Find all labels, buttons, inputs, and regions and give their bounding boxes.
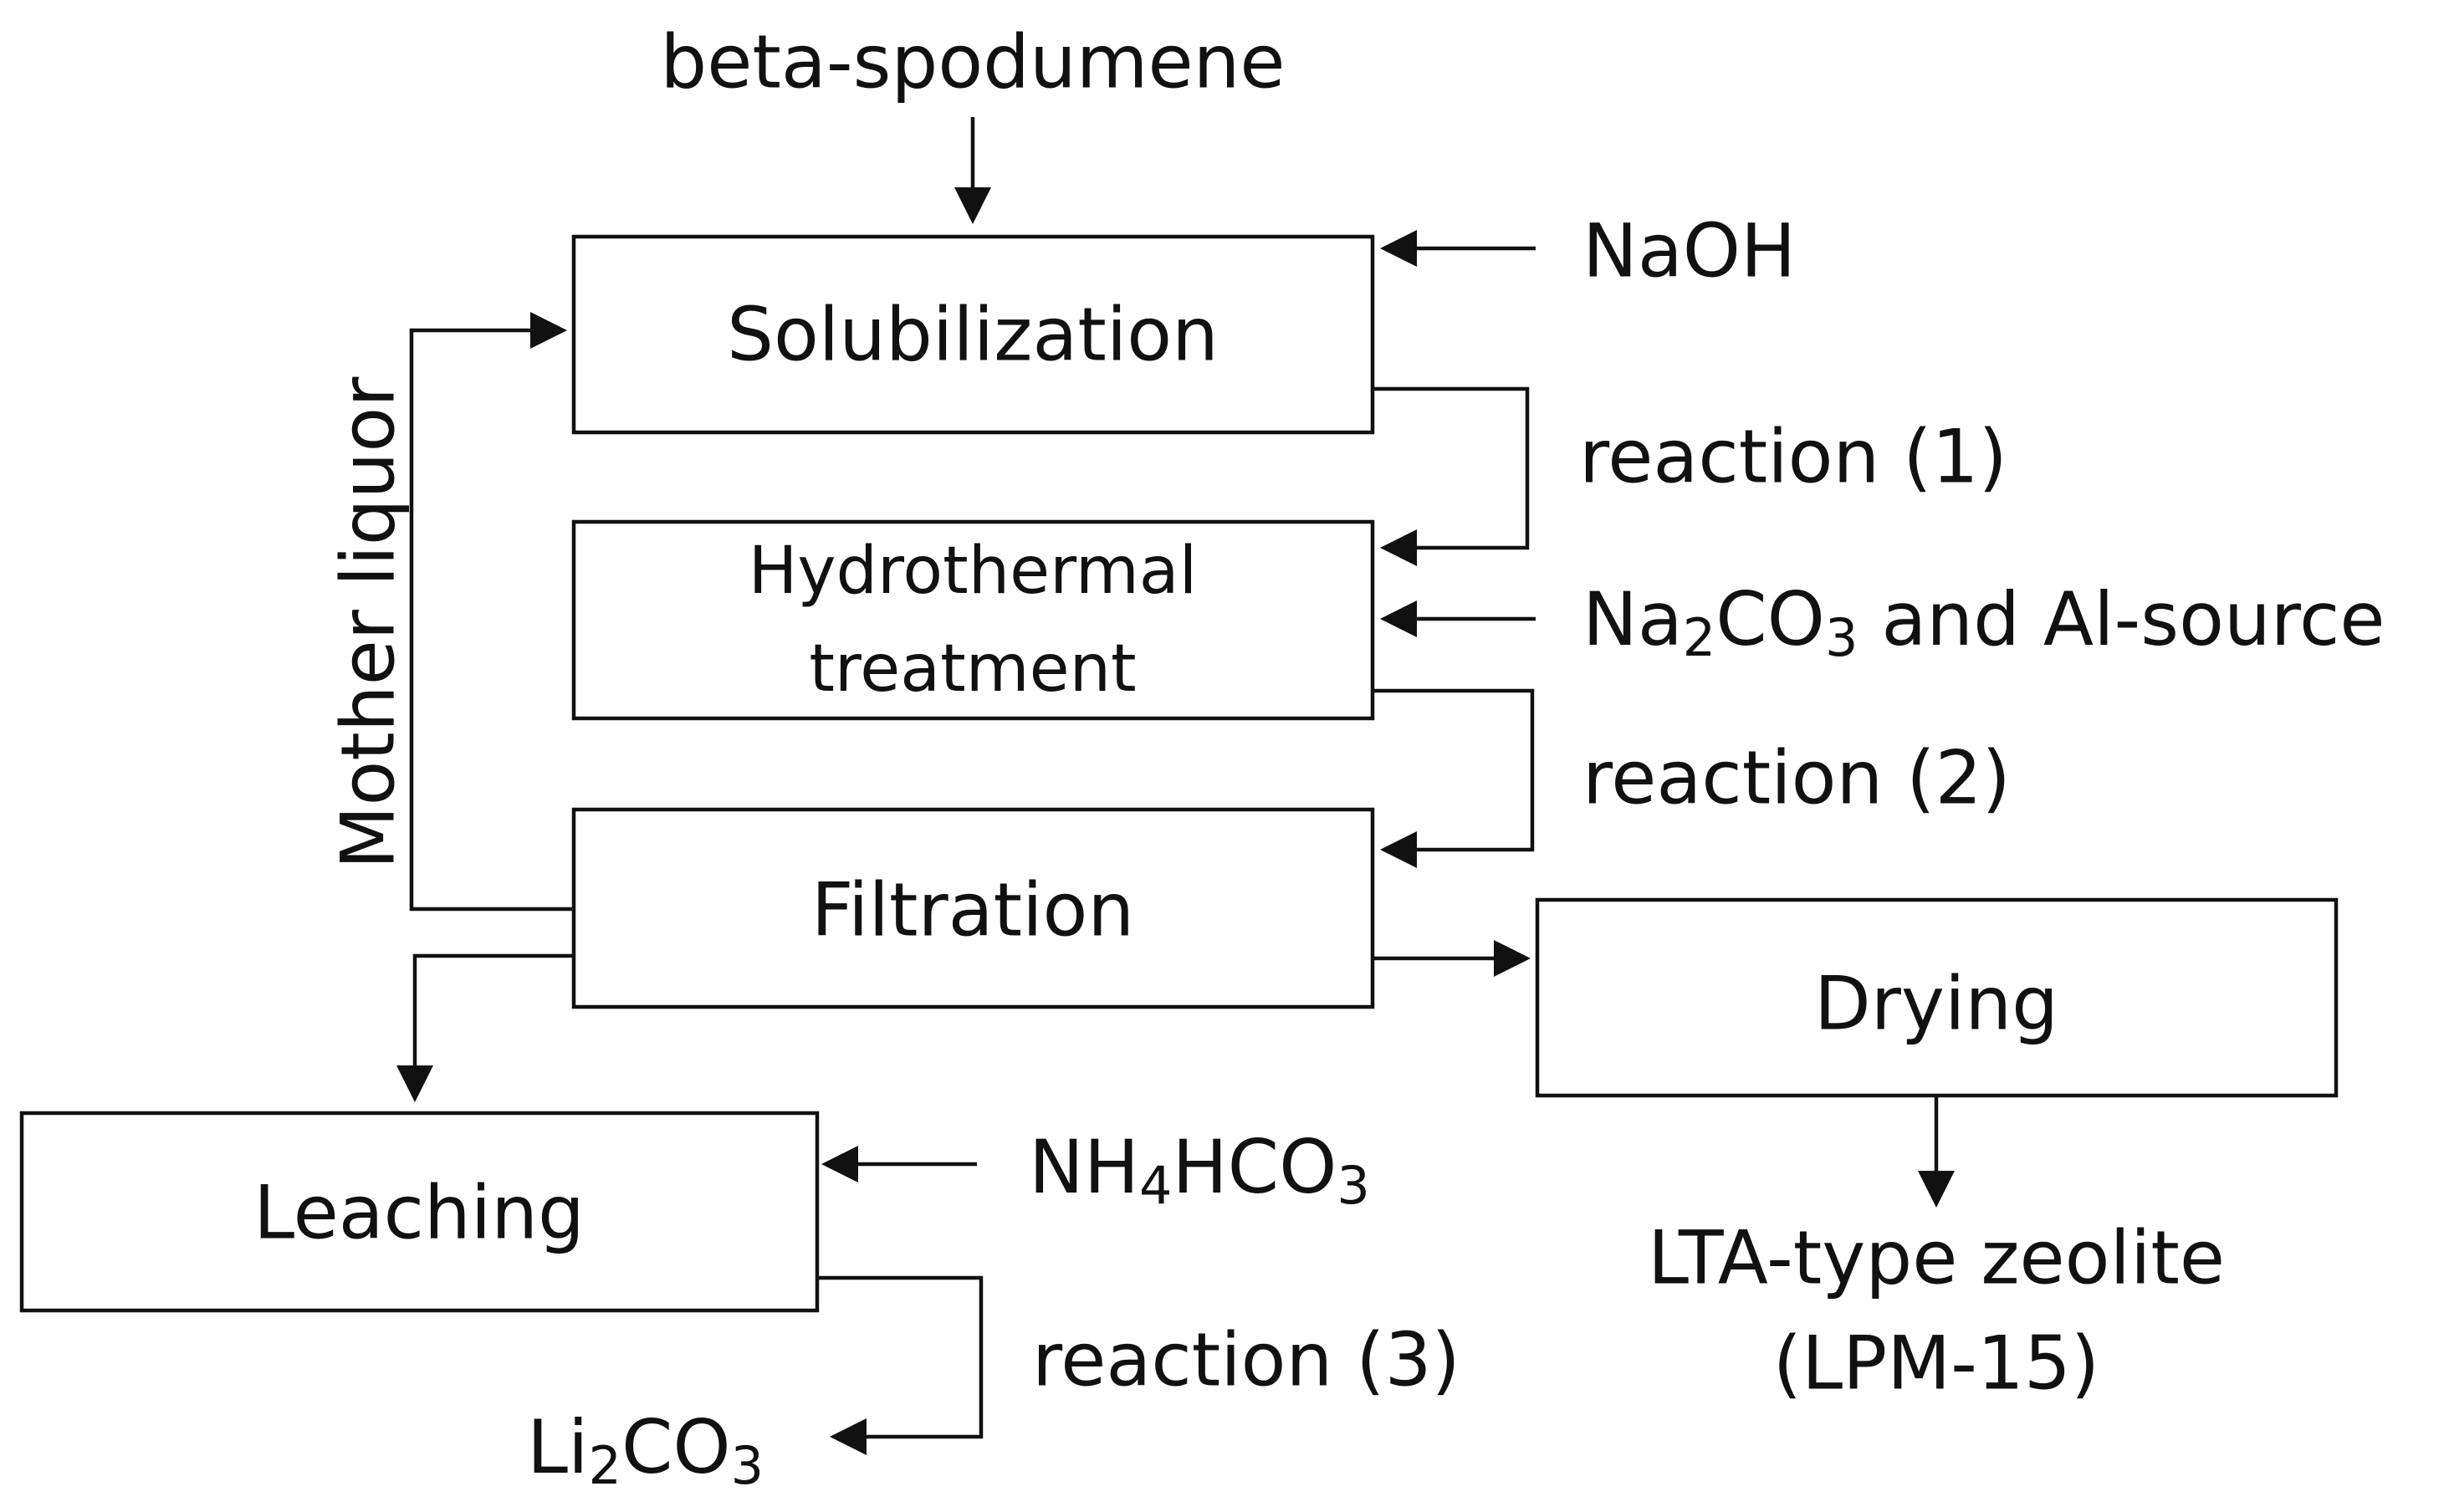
- li2co3-part-b: CO: [621, 1404, 731, 1490]
- filtration-to-leaching-connector: [412, 953, 574, 1069]
- nh4hco3-part-a: NH: [1029, 1124, 1139, 1210]
- reaction3-connector: [817, 1275, 984, 1439]
- mother-liquor-arrowhead: [530, 312, 567, 349]
- zeolite-product-line2: (LPM-15): [1773, 1320, 2099, 1407]
- li2co3-sub1: 2: [588, 1435, 621, 1496]
- reaction1-label: reaction (1): [1579, 414, 2007, 500]
- leaching-box: [19, 1111, 820, 1313]
- na2co3-arrowhead: [1380, 600, 1417, 637]
- li2co3-sub2: 3: [731, 1435, 764, 1496]
- reaction2-connector: [1373, 688, 1535, 852]
- drying-to-zeolite-arrowhead: [1918, 1171, 1955, 1208]
- solubilization-label: Solubilization: [727, 292, 1219, 378]
- na2co3-part-b: CO: [1715, 576, 1825, 662]
- nh4hco3-arrowhead: [821, 1146, 858, 1183]
- na2co3-part-c: and Al-source: [1858, 576, 2385, 662]
- reaction3-arrowhead: [830, 1418, 867, 1455]
- na2co3-al-source-label: Na2CO3 and Al-source: [1582, 576, 2385, 668]
- reaction1-connector: [1373, 386, 1530, 550]
- naoh-label: NaOH: [1582, 208, 1796, 294]
- filtration-label: Filtration: [811, 867, 1134, 953]
- mother-liquor-label: Mother liquor: [325, 376, 412, 870]
- solubilization-box: [571, 234, 1375, 435]
- filtration-to-leaching-arrowhead: [396, 1065, 433, 1102]
- mother-liquor-connector: [409, 328, 574, 912]
- reaction2-arrowhead: [1380, 831, 1417, 868]
- reaction3-label: reaction (3): [1032, 1317, 1460, 1403]
- filtration-to-drying-arrowhead: [1494, 940, 1531, 977]
- feed-arrowhead: [954, 187, 991, 224]
- li2co3-product-label: Li2CO3: [527, 1404, 764, 1496]
- hydrothermal-label-line1: Hydrothermal: [749, 534, 1198, 609]
- zeolite-product-line1: LTA-type zeolite: [1648, 1215, 2225, 1301]
- na2co3-sub1: 2: [1683, 607, 1715, 668]
- nh4hco3-label: NH4HCO3: [1029, 1124, 1370, 1216]
- reaction2-label: reaction (2): [1582, 735, 2011, 821]
- drying-box: [1535, 897, 2339, 1098]
- li2co3-part-a: Li: [527, 1404, 588, 1490]
- reaction1-arrowhead: [1380, 529, 1417, 566]
- filtration-box: [571, 807, 1375, 1009]
- beta-spodumene-label: beta-spodumene: [660, 19, 1285, 105]
- na2co3-part-a: Na: [1582, 576, 1683, 662]
- drying-label: Drying: [1814, 961, 2058, 1047]
- nh4hco3-sub2: 3: [1337, 1155, 1369, 1216]
- leaching-label: Leaching: [253, 1170, 585, 1256]
- hydrothermal-treatment-box: [571, 519, 1375, 721]
- na2co3-sub2: 3: [1825, 607, 1858, 668]
- nh4hco3-part-b: HCO: [1172, 1124, 1337, 1210]
- nh4hco3-sub1: 4: [1139, 1155, 1172, 1216]
- naoh-arrowhead: [1380, 230, 1417, 267]
- hydrothermal-label-line2: treatment: [809, 631, 1136, 707]
